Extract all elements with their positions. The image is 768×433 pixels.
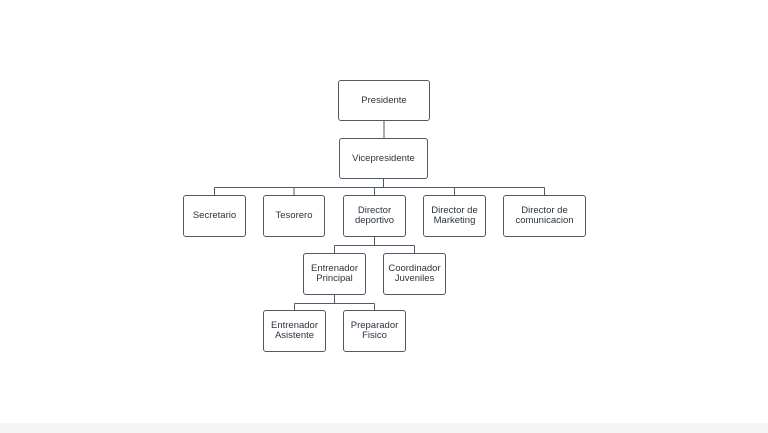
node-presidente[interactable]: Presidente <box>338 80 430 121</box>
node-director-marketing[interactable]: Director de Marketing <box>423 195 486 237</box>
node-entrenador-principal[interactable]: Entrenador Principal <box>303 253 366 295</box>
node-director-comunicacion[interactable]: Director de comunicacion <box>503 195 586 237</box>
node-vicepresidente[interactable]: Vicepresidente <box>339 138 428 179</box>
node-label: Entrenador Asistente <box>270 320 318 341</box>
node-label: Director de Marketing <box>431 205 478 226</box>
node-entrenador-asistente[interactable]: Entrenador Asistente <box>263 310 326 352</box>
node-label: Secretario <box>192 210 237 221</box>
node-preparador-fisico[interactable]: Preparador Fisico <box>343 310 406 352</box>
node-label: Entrenador Principal <box>310 263 358 284</box>
node-tesorero[interactable]: Tesorero <box>263 195 325 237</box>
node-coordinador-juveniles[interactable]: Coordinador Juveniles <box>383 253 446 295</box>
node-secretario[interactable]: Secretario <box>183 195 246 237</box>
node-director-deportivo[interactable]: Director deportivo <box>343 195 406 237</box>
node-label: Preparador Fisico <box>350 320 399 341</box>
node-label: Vicepresidente <box>352 152 415 164</box>
node-label: Director de comunicacion <box>515 205 574 226</box>
node-label: Director deportivo <box>354 205 395 226</box>
node-label: Coordinador Juveniles <box>388 263 441 284</box>
node-label: Presidente <box>361 94 407 106</box>
node-label: Tesorero <box>275 210 313 221</box>
bottom-band <box>0 423 768 433</box>
